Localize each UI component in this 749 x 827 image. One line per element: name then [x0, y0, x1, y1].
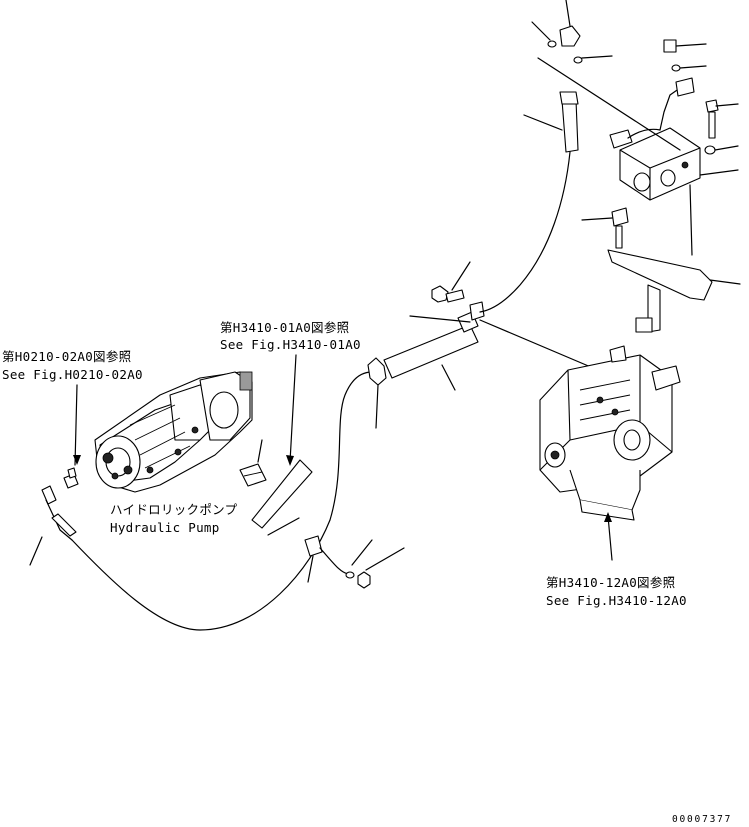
control-valve — [539, 345, 681, 561]
cover-plate — [239, 439, 313, 529]
hose-ref-en: See Fig.H3410-01A0 — [220, 337, 361, 352]
bracket-mid-right — [581, 207, 741, 333]
bolt-center — [431, 261, 471, 303]
pump-ref-jp: 第H0210-02A0図参照 — [2, 349, 132, 364]
hose-clamp-lower — [267, 517, 349, 583]
main-hose — [29, 371, 373, 631]
valve-ref-jp: 第H3410-12A0図参照 — [546, 575, 676, 590]
drawing-number: 00007377 — [672, 814, 733, 825]
hydraulic-pump — [94, 371, 253, 493]
hose-vertical — [479, 91, 579, 313]
pump-fitting — [63, 384, 81, 489]
hose-ref-jp: 第H3410-01A0図参照 — [220, 320, 350, 335]
nut-and-washer — [345, 539, 405, 589]
valve-ref-en: See Fig.H3410-12A0 — [546, 593, 687, 608]
small-parts-top-right — [531, 0, 739, 155]
valve-block — [609, 77, 739, 256]
pump-label-en: Hydraulic Pump — [110, 520, 220, 535]
pump-label-jp: ハイドロリックポンプ — [110, 502, 238, 517]
pump-ref-en: See Fig.H0210-02A0 — [2, 367, 143, 382]
